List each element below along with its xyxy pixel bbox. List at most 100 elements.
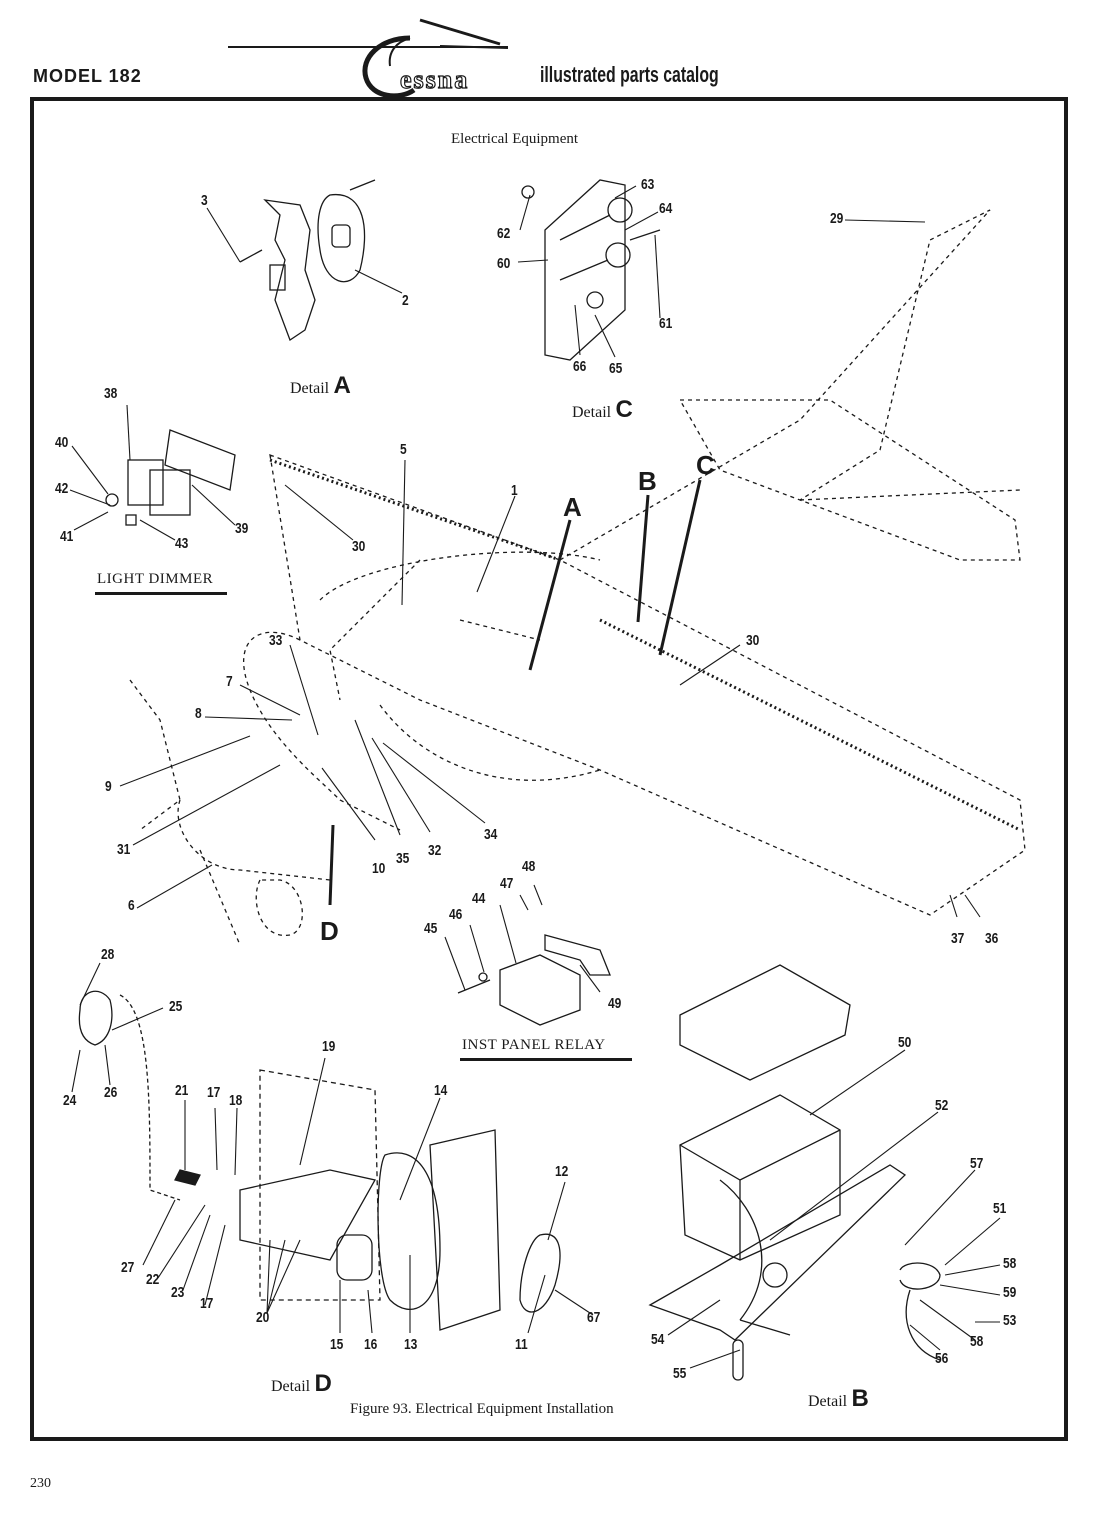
callout-number: 12: [555, 1163, 569, 1180]
callout-number: 54: [651, 1331, 665, 1348]
detail-c-caption: Detail C: [572, 396, 633, 424]
catalog-tagline: illustrated parts catalog: [540, 62, 719, 87]
callout-number: 17: [200, 1295, 214, 1312]
detail-b-caption: Detail B: [808, 1385, 869, 1413]
callout-number: 34: [484, 826, 498, 843]
detail-letter: C: [615, 396, 633, 423]
callout-number: 24: [63, 1092, 77, 1109]
light-dimmer-title: LIGHT DIMMER: [97, 571, 214, 587]
detail-d-drawing: [78, 990, 561, 1331]
view-marker-d: D: [320, 916, 339, 946]
callout-number: 3: [201, 192, 208, 209]
callout-number: 30: [746, 632, 760, 649]
callout-number: 9: [105, 778, 112, 795]
callout-number: 31: [117, 841, 131, 858]
detail-label: Detail: [271, 1378, 311, 1395]
callout-number: 15: [330, 1336, 344, 1353]
battery-drawing: [648, 964, 941, 1381]
callout-number: 55: [673, 1365, 687, 1382]
callout-number: 50: [898, 1034, 912, 1051]
callout-number: 40: [55, 434, 69, 451]
callout-number: 17: [207, 1084, 221, 1101]
callout-number: 19: [322, 1038, 336, 1055]
callout-number: 59: [1003, 1284, 1017, 1301]
light-dimmer-underline: [95, 592, 227, 595]
detail-c-drawing: [521, 179, 661, 361]
figure-frame: [30, 97, 1068, 1441]
callout-number: 51: [993, 1200, 1007, 1217]
header-rule: [228, 46, 508, 48]
callout-number: 60: [497, 255, 511, 272]
callout-number: 61: [659, 315, 673, 332]
callout-number: 13: [404, 1336, 418, 1353]
callout-number: 20: [256, 1309, 270, 1326]
callout-number: 16: [364, 1336, 378, 1353]
callout-number: 7: [226, 673, 233, 690]
callout-number: 28: [101, 946, 115, 963]
callout-number: 52: [935, 1097, 949, 1114]
callout-number: 56: [935, 1350, 949, 1367]
callout-number: 18: [229, 1092, 243, 1109]
callout-number: 43: [175, 535, 189, 552]
inst-panel-relay-underline: [460, 1058, 632, 1061]
detail-letter: B: [851, 1385, 869, 1412]
wing-edge-dots: [269, 458, 1021, 832]
inst-panel-relay-drawing: [457, 934, 611, 1026]
callout-number: 57: [970, 1155, 984, 1172]
callout-number: 1: [511, 482, 518, 499]
callout-number: 48: [522, 858, 536, 875]
detail-a-drawing: [239, 179, 376, 341]
callout-number: 25: [169, 998, 183, 1015]
detail-letter: D: [314, 1370, 332, 1397]
figure-title: Electrical Equipment: [451, 131, 579, 147]
callout-number: 8: [195, 705, 202, 722]
callout-number: 5: [400, 441, 407, 458]
callout-number: 32: [428, 842, 442, 859]
leader-lines: [69, 185, 1001, 1369]
detail-label: Detail: [290, 380, 330, 397]
callout-number: 29: [830, 210, 844, 227]
view-marker-a: A: [563, 492, 582, 522]
airplane-phantom-outline: [129, 209, 1026, 946]
callout-number: 39: [235, 520, 249, 537]
svg-text:essna: essna: [400, 65, 469, 94]
callout-number: 58: [1003, 1255, 1017, 1272]
callout-number: 41: [60, 528, 74, 545]
callout-number: 30: [352, 538, 366, 555]
model-label: MODEL 182: [33, 66, 142, 86]
callout-number: 45: [424, 920, 438, 937]
callout-number: 22: [146, 1271, 160, 1288]
page-number: 230: [30, 1476, 51, 1491]
callout-number: 65: [609, 360, 623, 377]
callout-number: 42: [55, 480, 69, 497]
callout-number: 26: [104, 1084, 118, 1101]
detail-label: Detail: [808, 1393, 848, 1410]
callout-number: 63: [641, 176, 655, 193]
view-marker-b: B: [638, 466, 657, 496]
callout-number: 37: [951, 930, 965, 947]
cessna-logo: essna: [362, 18, 509, 99]
callout-number: 11: [515, 1336, 528, 1353]
callout-number: 64: [659, 200, 673, 217]
detail-a-caption: Detail A: [290, 372, 351, 400]
callout-number: 33: [269, 632, 283, 649]
callout-number: 14: [434, 1082, 448, 1099]
callout-number: 2: [402, 292, 409, 309]
callout-number: 49: [608, 995, 622, 1012]
callout-number: 6: [128, 897, 135, 914]
callout-number: 44: [472, 890, 486, 907]
callout-number: 46: [449, 906, 463, 923]
callout-number: 23: [171, 1284, 185, 1301]
callout-number: 35: [396, 850, 410, 867]
callout-number: 66: [573, 358, 587, 375]
inst-panel-relay-title: INST PANEL RELAY: [462, 1037, 606, 1053]
callout-number: 21: [175, 1082, 189, 1099]
callout-number: 53: [1003, 1312, 1017, 1329]
detail-label: Detail: [572, 404, 612, 421]
detail-d-caption: Detail D: [271, 1370, 332, 1398]
callout-number: 58: [970, 1333, 984, 1350]
callout-number: 47: [500, 875, 514, 892]
figure-caption: Figure 93. Electrical Equipment Installa…: [350, 1401, 614, 1417]
callout-number: 62: [497, 225, 511, 242]
